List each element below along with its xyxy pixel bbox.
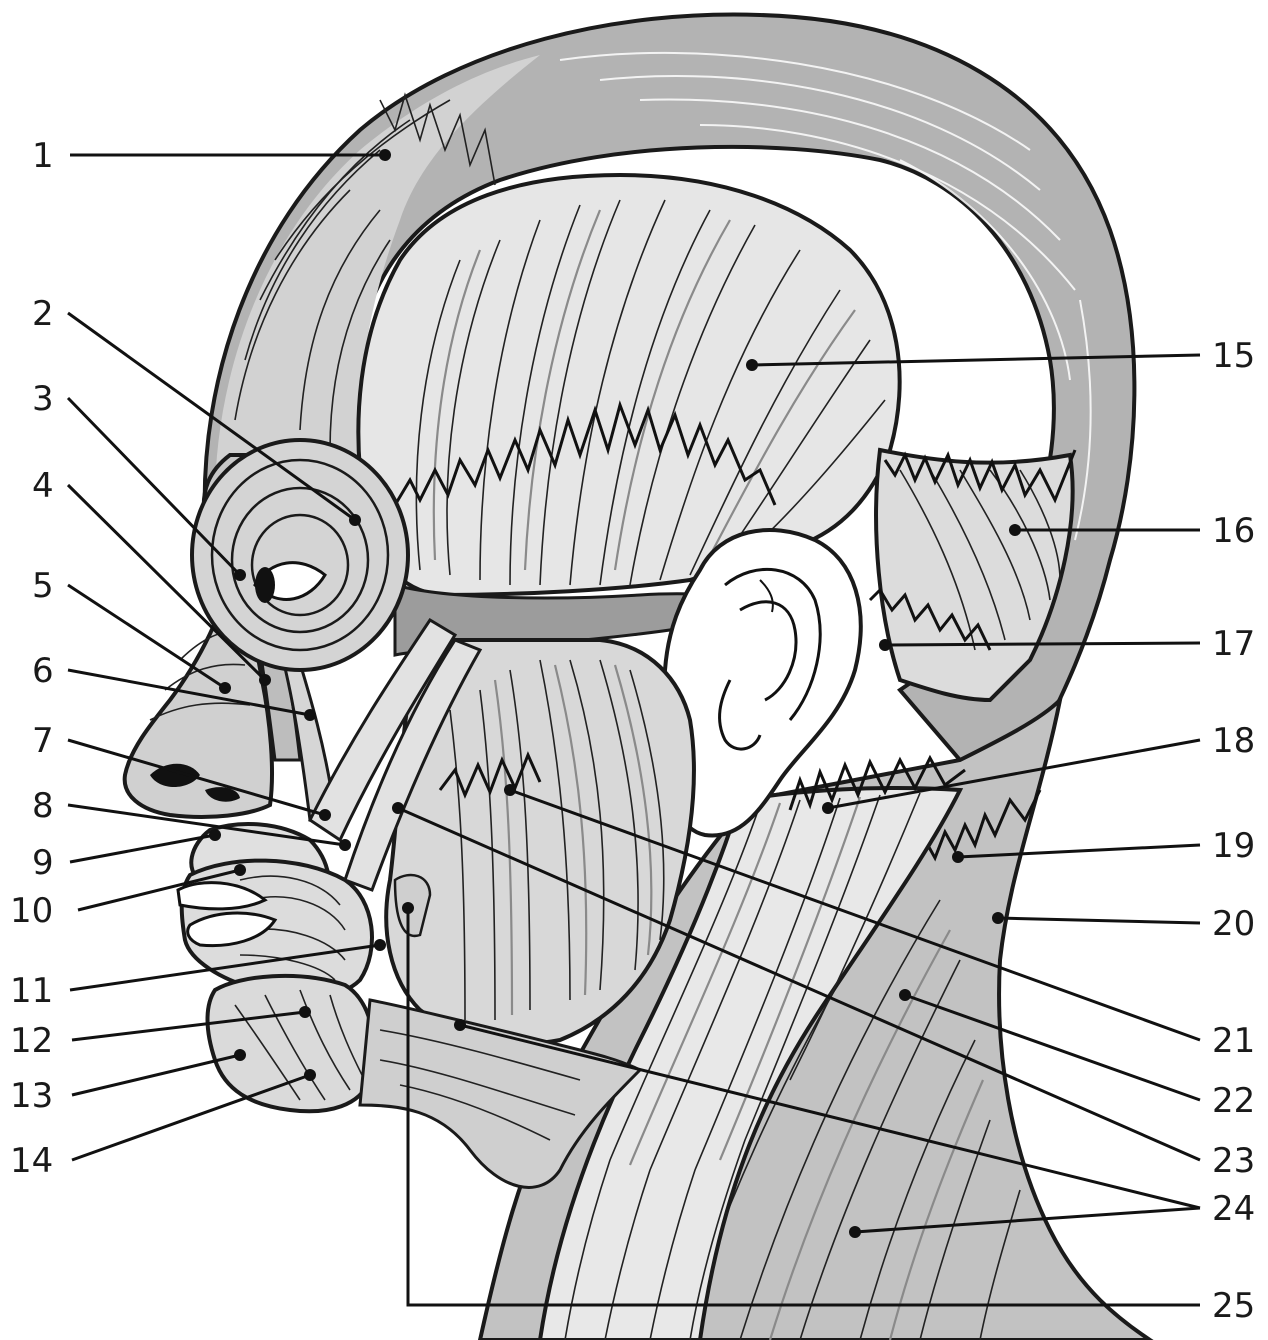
label-9: 9 bbox=[32, 843, 54, 883]
label-25: 25 bbox=[1212, 1286, 1255, 1326]
label-16: 16 bbox=[1212, 511, 1255, 551]
label-10: 10 bbox=[10, 891, 53, 931]
label-2: 2 bbox=[32, 294, 54, 334]
label-17: 17 bbox=[1212, 624, 1255, 664]
label-19: 19 bbox=[1212, 826, 1255, 866]
label-24: 24 bbox=[1212, 1189, 1255, 1229]
label-5: 5 bbox=[32, 566, 54, 606]
label-4: 4 bbox=[32, 466, 54, 506]
label-6: 6 bbox=[32, 651, 54, 691]
orbicularis-oculi bbox=[192, 440, 408, 670]
label-21: 21 bbox=[1212, 1021, 1255, 1061]
label-12: 12 bbox=[10, 1021, 53, 1061]
label-23: 23 bbox=[1212, 1141, 1255, 1181]
label-11: 11 bbox=[10, 971, 53, 1011]
label-15: 15 bbox=[1212, 336, 1255, 376]
label-7: 7 bbox=[32, 721, 54, 761]
label-1: 1 bbox=[32, 136, 54, 176]
label-8: 8 bbox=[32, 786, 54, 826]
label-14: 14 bbox=[10, 1141, 53, 1181]
label-18: 18 bbox=[1212, 721, 1255, 761]
label-22: 22 bbox=[1212, 1081, 1255, 1121]
label-20: 20 bbox=[1212, 904, 1255, 944]
label-3: 3 bbox=[32, 379, 54, 419]
label-13: 13 bbox=[10, 1076, 53, 1116]
